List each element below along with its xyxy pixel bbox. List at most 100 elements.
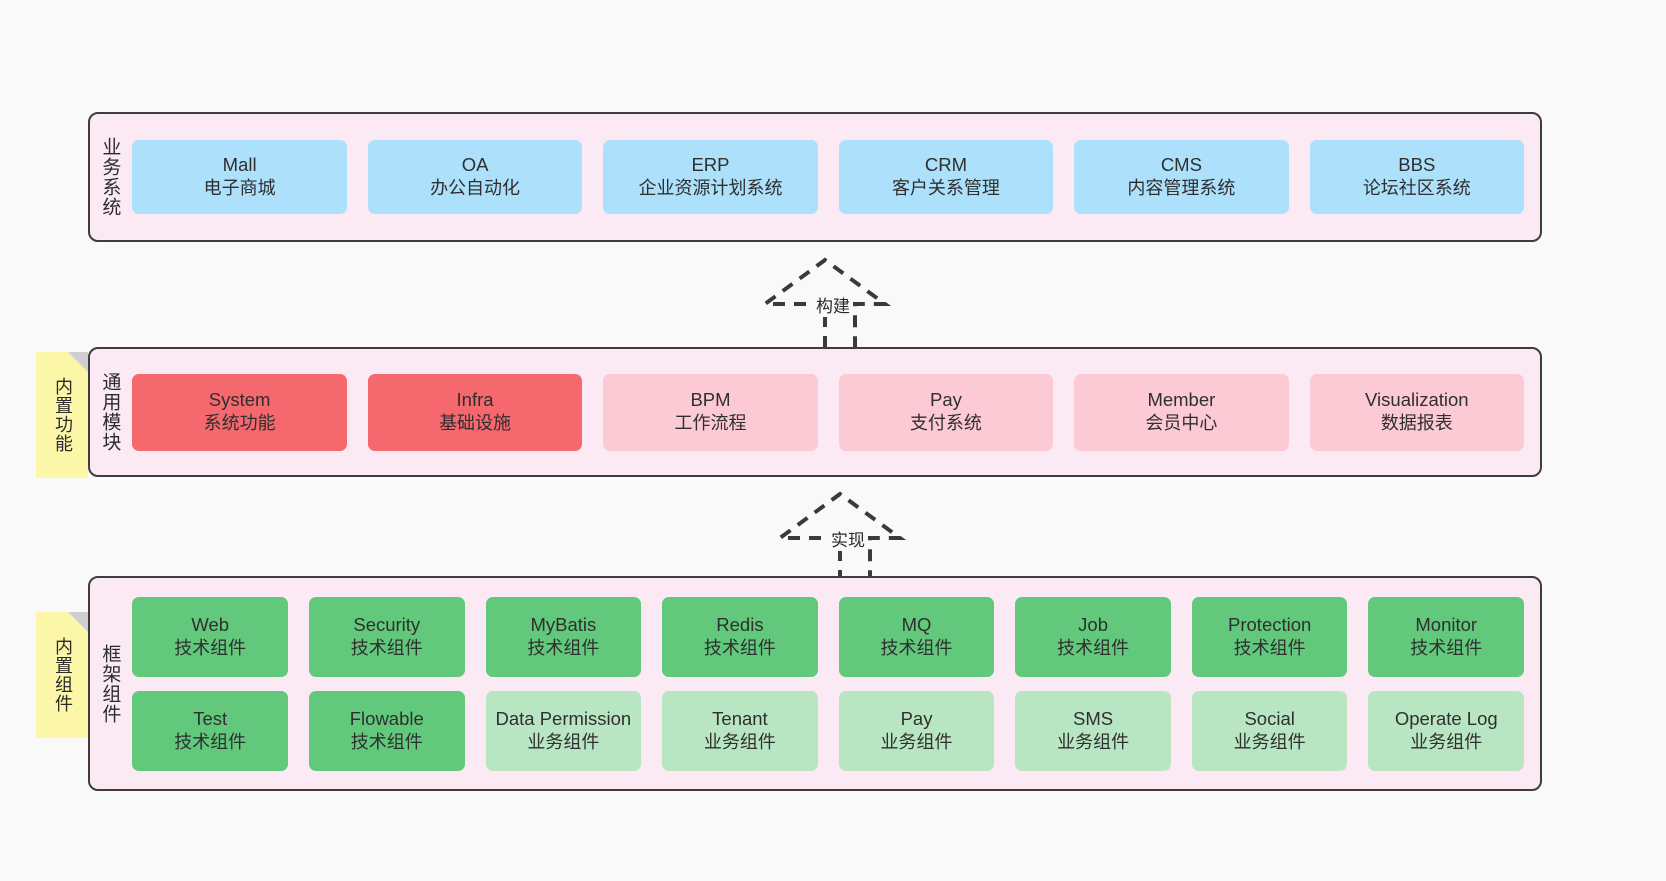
- card-security[interactable]: Security 技术组件: [308, 596, 465, 677]
- layer-common-modules-body: System 系统功能 Infra 基础设施 BPM 工作流程 Pay 支付系统…: [126, 349, 1540, 475]
- card-sms-en: SMS: [1073, 707, 1114, 729]
- card-infra[interactable]: Infra 基础设施: [367, 373, 583, 451]
- card-pay-component-cn: 业务组件: [880, 731, 953, 752]
- note-builtin-functions-label: 内置功能: [52, 377, 73, 453]
- card-pay-module-cn: 支付系统: [909, 413, 982, 434]
- framework-card-row-1: Web 技术组件 Security 技术组件 MyBatis 技术组件 Redi…: [132, 596, 1525, 677]
- card-cms-cn: 内容管理系统: [1127, 178, 1236, 199]
- card-monitor[interactable]: Monitor 技术组件: [1368, 596, 1525, 677]
- card-social[interactable]: Social 业务组件: [1191, 690, 1348, 771]
- card-mall[interactable]: Mall 电子商城: [132, 140, 347, 214]
- card-oa-en: OA: [461, 154, 489, 176]
- card-test[interactable]: Test 技术组件: [132, 690, 288, 771]
- card-crm-cn: 客户关系管理: [891, 178, 1000, 199]
- card-operate-log-en: Operate Log: [1394, 707, 1498, 729]
- card-bbs[interactable]: BBS 论坛社区系统: [1309, 140, 1525, 214]
- card-job-en: Job: [1078, 613, 1108, 635]
- business-card-row: Mall 电子商城 OA 办公自动化 ERP 企业资源计划系统 CRM 客户关系…: [132, 140, 1525, 214]
- card-web-en: Web: [191, 613, 230, 635]
- card-social-en: Social: [1244, 707, 1295, 729]
- card-member[interactable]: Member 会员中心: [1074, 373, 1289, 451]
- connector-build: 构建: [745, 257, 935, 348]
- card-security-cn: 技术组件: [350, 637, 423, 658]
- card-flowable-en: Flowable: [349, 707, 424, 729]
- note-builtin-components: 内置组件: [36, 612, 88, 738]
- note-fold-icon: [68, 352, 88, 372]
- card-bpm-en: BPM: [690, 389, 731, 411]
- card-data-permission[interactable]: Data Permission 业务组件: [485, 690, 642, 771]
- card-member-en: Member: [1147, 389, 1216, 411]
- card-test-en: Test: [193, 707, 228, 729]
- connector-build-label: 构建: [813, 292, 853, 317]
- card-redis-en: Redis: [716, 613, 764, 635]
- card-visualization-cn: 数据报表: [1380, 413, 1453, 434]
- note-fold-icon: [68, 612, 88, 632]
- card-mybatis[interactable]: MyBatis 技术组件: [485, 596, 642, 677]
- card-erp-cn: 企业资源计划系统: [638, 178, 783, 199]
- card-operate-log[interactable]: Operate Log 业务组件: [1368, 690, 1525, 771]
- card-system-cn: 系统功能: [203, 413, 276, 434]
- card-erp[interactable]: ERP 企业资源计划系统: [603, 140, 818, 214]
- card-flowable-cn: 技术组件: [350, 731, 423, 752]
- connector-implement-label: 实现: [828, 526, 868, 551]
- card-protection-en: Protection: [1228, 613, 1312, 635]
- card-oa-cn: 办公自动化: [430, 178, 521, 199]
- card-member-cn: 会员中心: [1145, 413, 1218, 434]
- card-data-permission-en: Data Permission: [495, 707, 632, 729]
- card-infra-en: Infra: [456, 389, 494, 411]
- card-mall-cn: 电子商城: [203, 178, 276, 199]
- card-erp-en: ERP: [691, 154, 730, 176]
- card-test-cn: 技术组件: [174, 731, 247, 752]
- card-tenant-cn: 业务组件: [703, 731, 776, 752]
- card-bbs-en: BBS: [1398, 154, 1436, 176]
- card-web-cn: 技术组件: [174, 637, 247, 658]
- card-data-permission-cn: 业务组件: [527, 731, 600, 752]
- card-pay-component-en: Pay: [900, 707, 933, 729]
- card-visualization-en: Visualization: [1365, 389, 1469, 411]
- layer-framework-components-body: Web 技术组件 Security 技术组件 MyBatis 技术组件 Redi…: [126, 578, 1540, 789]
- card-mall-en: Mall: [222, 154, 257, 176]
- card-flowable[interactable]: Flowable 技术组件: [308, 690, 465, 771]
- card-mybatis-en: MyBatis: [530, 613, 597, 635]
- card-pay-component[interactable]: Pay 业务组件: [838, 690, 995, 771]
- card-redis[interactable]: Redis 技术组件: [662, 596, 818, 677]
- card-monitor-cn: 技术组件: [1410, 637, 1483, 658]
- card-bpm[interactable]: BPM 工作流程: [603, 373, 818, 451]
- card-tenant-en: Tenant: [712, 707, 768, 729]
- card-system[interactable]: System 系统功能: [132, 373, 347, 451]
- card-web[interactable]: Web 技术组件: [132, 596, 288, 677]
- card-operate-log-cn: 业务组件: [1410, 731, 1483, 752]
- layer-business-systems[interactable]: 业务系统 Mall 电子商城 OA 办公自动化 ERP 企业资源计划系统 CRM: [88, 112, 1542, 242]
- card-cms[interactable]: CMS 内容管理系统: [1074, 140, 1289, 214]
- card-tenant[interactable]: Tenant 业务组件: [662, 690, 818, 771]
- card-redis-cn: 技术组件: [703, 637, 776, 658]
- card-protection[interactable]: Protection 技术组件: [1191, 596, 1348, 677]
- card-bbs-cn: 论坛社区系统: [1362, 178, 1471, 199]
- card-infra-cn: 基础设施: [439, 413, 512, 434]
- connector-implement: 实现: [760, 491, 950, 582]
- card-oa[interactable]: OA 办公自动化: [367, 140, 583, 214]
- layer-business-systems-title: 业务系统: [99, 137, 121, 217]
- card-mq-en: MQ: [901, 613, 932, 635]
- card-mq-cn: 技术组件: [880, 637, 953, 658]
- card-monitor-en: Monitor: [1415, 613, 1478, 635]
- card-sms[interactable]: SMS 业务组件: [1015, 690, 1171, 771]
- modules-card-row: System 系统功能 Infra 基础设施 BPM 工作流程 Pay 支付系统…: [132, 373, 1525, 451]
- card-visualization[interactable]: Visualization 数据报表: [1309, 373, 1525, 451]
- card-job[interactable]: Job 技术组件: [1015, 596, 1171, 677]
- layer-common-modules[interactable]: 通用模块 System 系统功能 Infra 基础设施 BPM 工作流程 Pay: [88, 347, 1542, 477]
- card-mq[interactable]: MQ 技术组件: [838, 596, 995, 677]
- card-pay-module-en: Pay: [929, 389, 962, 411]
- card-protection-cn: 技术组件: [1233, 637, 1306, 658]
- card-social-cn: 业务组件: [1233, 731, 1306, 752]
- card-sms-cn: 业务组件: [1057, 731, 1130, 752]
- card-crm-en: CRM: [924, 154, 967, 176]
- card-mybatis-cn: 技术组件: [527, 637, 600, 658]
- card-cms-en: CMS: [1160, 154, 1202, 176]
- card-system-en: System: [208, 389, 271, 411]
- layer-business-systems-body: Mall 电子商城 OA 办公自动化 ERP 企业资源计划系统 CRM 客户关系…: [126, 114, 1540, 240]
- card-pay-module[interactable]: Pay 支付系统: [838, 373, 1054, 451]
- card-crm[interactable]: CRM 客户关系管理: [838, 140, 1054, 214]
- layer-framework-components[interactable]: 框架组件 Web 技术组件 Security 技术组件 MyBatis 技术组件…: [88, 576, 1542, 791]
